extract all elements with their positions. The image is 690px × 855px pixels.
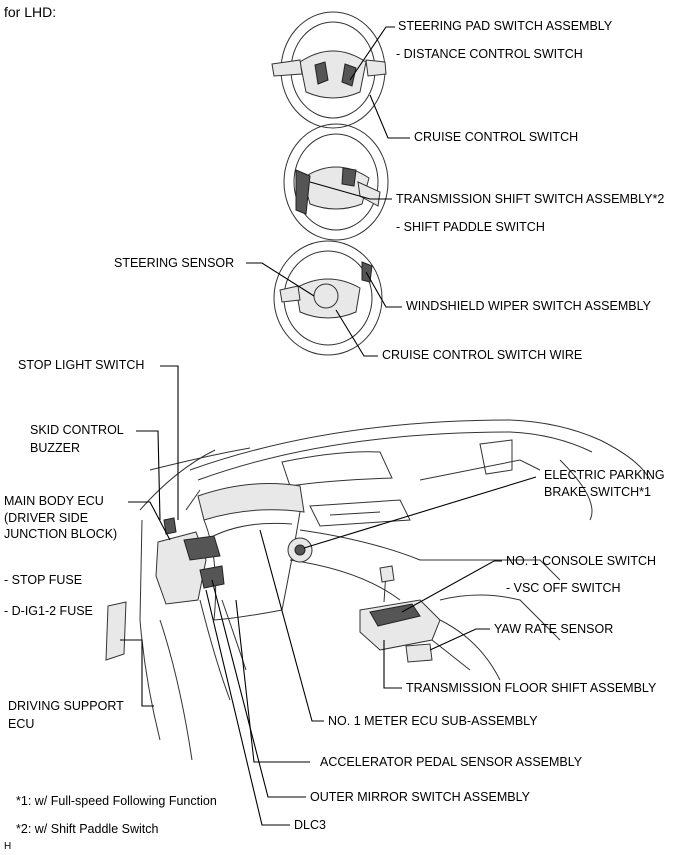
steering-wheel-middle — [283, 123, 389, 241]
label-accelerator-pedal-sensor: ACCELERATOR PEDAL SENSOR ASSEMBLY — [320, 755, 583, 769]
label-transmission-floor-shift: TRANSMISSION FLOOR SHIFT ASSEMBLY — [406, 681, 657, 695]
label-main-body-ecu-line3: JUNCTION BLOCK) — [4, 527, 118, 541]
label-cruise-control-switch-wire: CRUISE CONTROL SWITCH WIRE — [382, 348, 583, 362]
leader-lines — [120, 26, 537, 826]
label-skid-control-buzzer-line2: BUZZER — [30, 441, 80, 455]
label-no1-meter-ecu: NO. 1 METER ECU SUB-ASSEMBLY — [328, 714, 538, 728]
label-outer-mirror-switch: OUTER MIRROR SWITCH ASSEMBLY — [310, 790, 530, 804]
footnote-2: *2: w/ Shift Paddle Switch — [16, 822, 159, 836]
label-driving-support-ecu-line2: ECU — [8, 717, 35, 731]
label-windshield-wiper-switch: WINDSHIELD WIPER SWITCH ASSEMBLY — [406, 299, 651, 313]
label-transmission-shift-switch: TRANSMISSION SHIFT SWITCH ASSEMBLY*2 — [396, 192, 665, 206]
region-heading: for LHD: — [4, 4, 57, 20]
label-yaw-rate-sensor: YAW RATE SENSOR — [494, 622, 614, 636]
label-electric-parking-brake-line1: ELECTRIC PARKING — [544, 468, 665, 482]
corner-mark: H — [4, 841, 12, 852]
label-no1-console-switch: NO. 1 CONSOLE SWITCH — [506, 554, 657, 568]
label-dlc3: DLC3 — [294, 818, 326, 832]
label-steering-sensor: STEERING SENSOR — [114, 256, 235, 270]
dashboard-illustration — [105, 419, 651, 761]
label-d-ig1-2-fuse: - D-IG1-2 FUSE — [4, 604, 93, 618]
label-main-body-ecu-line1: MAIN BODY ECU — [4, 494, 104, 508]
label-skid-control-buzzer-line1: SKID CONTROL — [30, 423, 124, 437]
label-electric-parking-brake-line2: BRAKE SWITCH*1 — [544, 485, 651, 499]
label-driving-support-ecu-line1: DRIVING SUPPORT — [8, 699, 124, 713]
steering-wheel-bottom — [273, 240, 383, 356]
label-stop-fuse: - STOP FUSE — [4, 573, 83, 587]
label-stop-light-switch: STOP LIGHT SWITCH — [18, 358, 145, 372]
label-main-body-ecu-line2: (DRIVER SIDE — [4, 511, 89, 525]
label-steering-pad-switch: STEERING PAD SWITCH ASSEMBLY — [398, 19, 613, 33]
label-distance-control-switch: - DISTANCE CONTROL SWITCH — [396, 47, 583, 61]
steering-wheel-top — [271, 11, 387, 129]
label-vsc-off-switch: - VSC OFF SWITCH — [506, 581, 621, 595]
label-shift-paddle-switch: - SHIFT PADDLE SWITCH — [396, 220, 545, 234]
label-cruise-control-switch: CRUISE CONTROL SWITCH — [414, 130, 579, 144]
footnote-1: *1: w/ Full-speed Following Function — [16, 794, 217, 808]
